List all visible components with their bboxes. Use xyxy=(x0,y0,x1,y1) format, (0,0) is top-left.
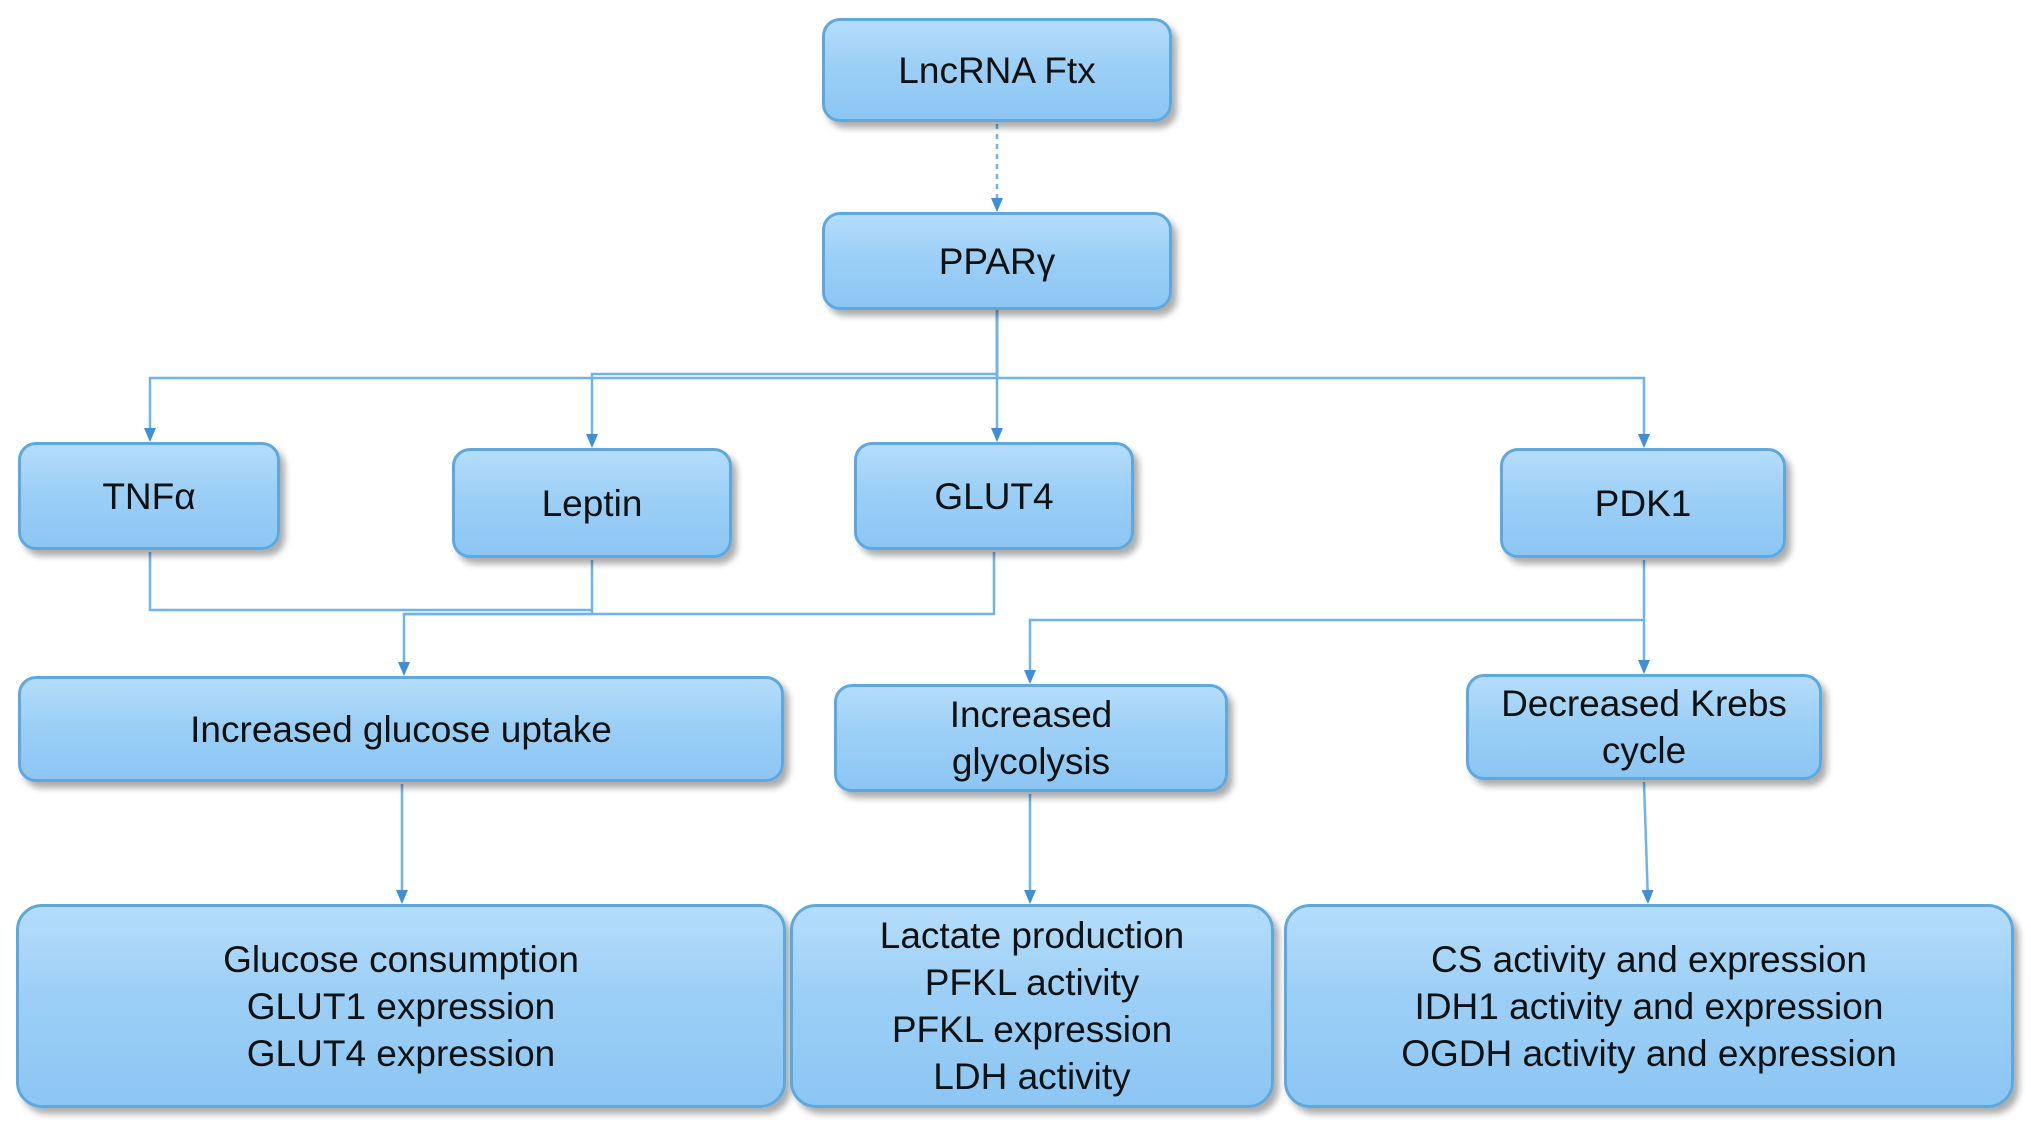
node-tnf-alpha: TNFα xyxy=(18,442,280,550)
node-text-line: IDH1 activity and expression xyxy=(1414,985,1884,1027)
edge-glut4-to-merge xyxy=(404,552,996,616)
node-lncrna-ftx: LncRNA Ftx xyxy=(822,18,1172,122)
node-text-line: TNFα xyxy=(102,475,196,517)
node-decreased-krebs-cycle: Decreased Krebs cycle xyxy=(1466,674,1822,780)
node-text-line: PFKL activity xyxy=(924,962,1140,1003)
node-text-line: cycle xyxy=(1601,730,1687,771)
node-text-line: PFKL expression xyxy=(891,1009,1173,1050)
node-text-line: Increased xyxy=(949,694,1113,735)
node-text-line: Increased glucose uptake xyxy=(190,708,612,750)
node-text-line: GLUT1 expression xyxy=(246,985,556,1027)
node-text-line: LncRNA Ftx xyxy=(898,49,1096,91)
edge-ppar-to-tnf xyxy=(144,376,997,442)
edge-ppar-to-pdk1 xyxy=(997,376,1650,448)
node-text-line: LDH activity xyxy=(933,1056,1131,1097)
node-text-line: PPARγ xyxy=(938,240,1056,282)
node-text-line: glycolysis xyxy=(951,741,1111,782)
node-text-line: Decreased Krebs xyxy=(1501,683,1787,724)
node-text-line: OGDH activity and expression xyxy=(1401,1032,1897,1074)
node-text-line: GLUT4 expression xyxy=(246,1032,556,1074)
node-glut4: GLUT4 xyxy=(854,442,1134,550)
edge-tnf-to-merge xyxy=(148,552,592,612)
edge-ppar-to-leptin xyxy=(586,372,997,448)
edge-pdk1-to-glycolysis xyxy=(1024,618,1644,684)
node-text-line: GLUT4 xyxy=(934,475,1054,517)
node-increased-glycolysis: Increased glycolysis xyxy=(834,684,1228,792)
node-text-line: Leptin xyxy=(541,482,643,524)
node-ppar-gamma: PPARγ xyxy=(822,212,1172,310)
node-increased-glucose-uptake: Increased glucose uptake xyxy=(18,676,784,782)
node-text-line: Glucose consumption xyxy=(223,938,579,980)
node-text-line: PDK1 xyxy=(1594,482,1692,524)
node-leptin: Leptin xyxy=(452,448,732,558)
edge-merge-to-uptake xyxy=(398,612,592,676)
node-pdk1: PDK1 xyxy=(1500,448,1786,558)
node-text-line: Lactate production xyxy=(879,915,1185,956)
edge-krebs-to-out3 xyxy=(1641,781,1654,904)
node-text-line: CS activity and expression xyxy=(1431,938,1867,980)
